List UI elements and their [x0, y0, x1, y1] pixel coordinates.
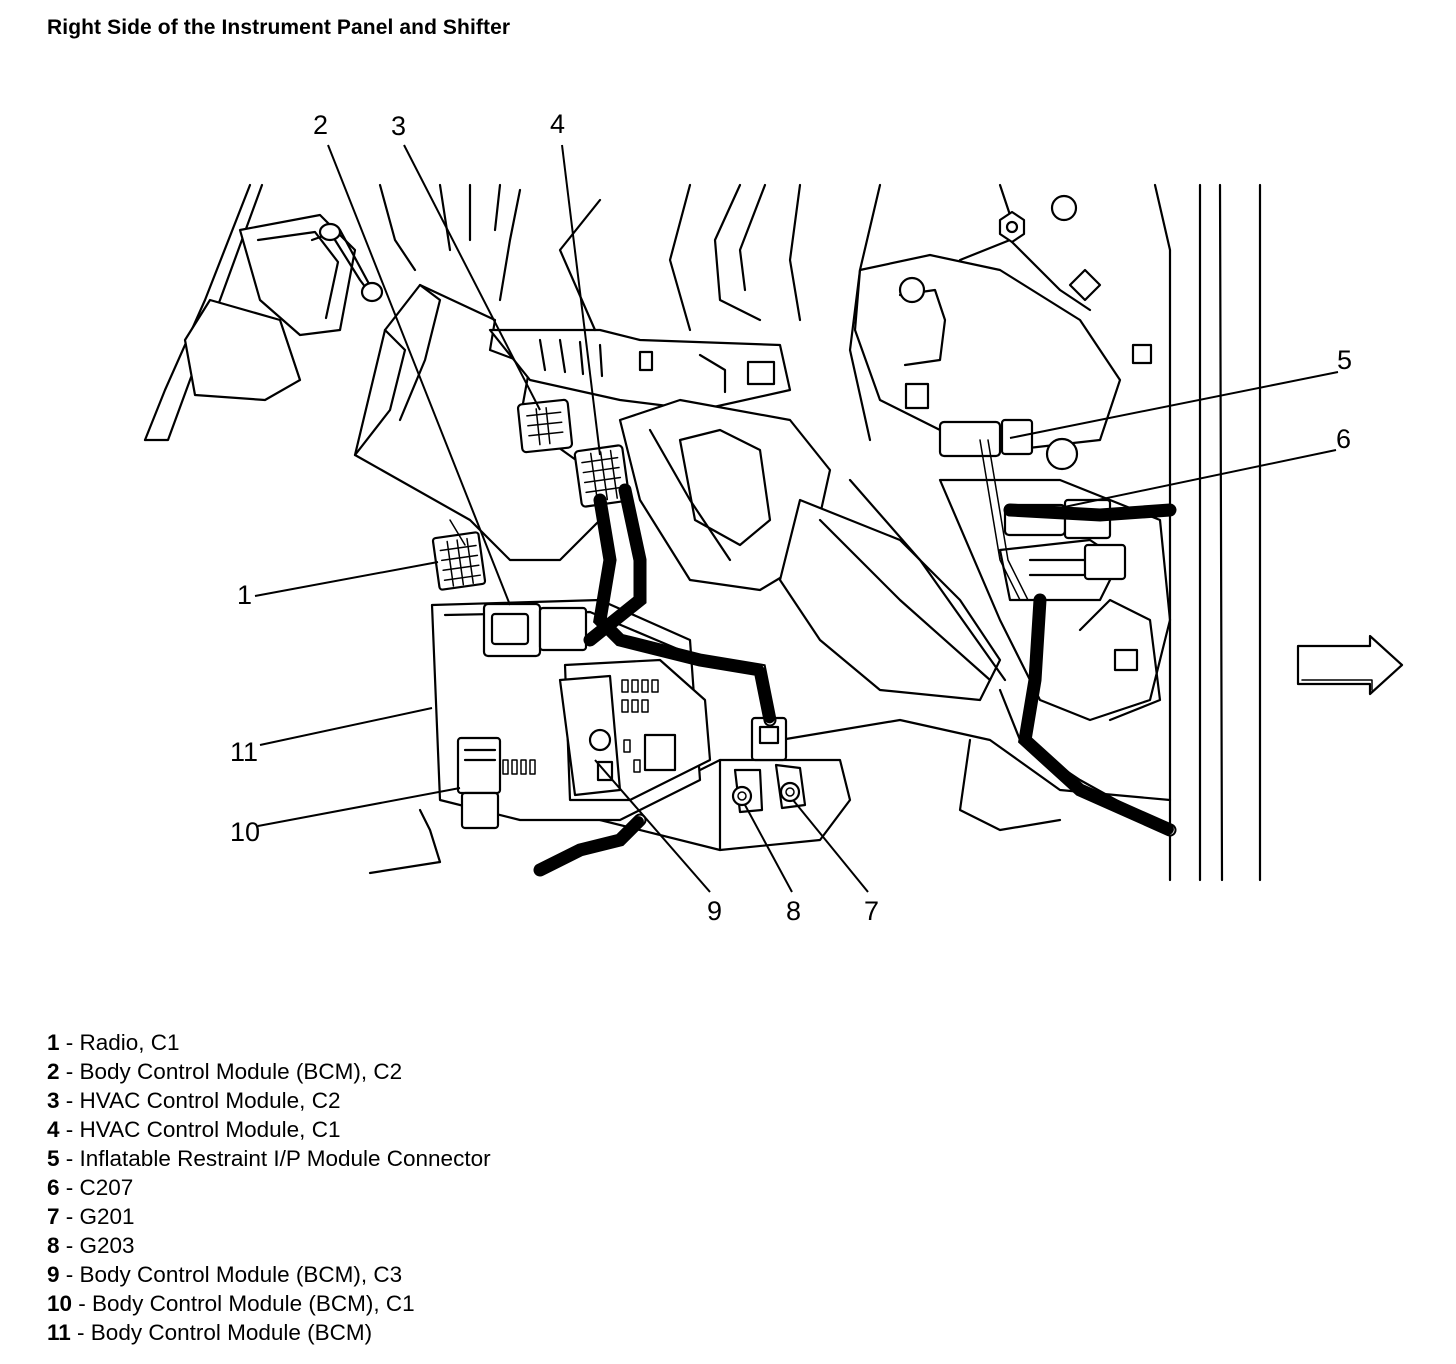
diagram-title: Right Side of the Instrument Panel and S… [47, 16, 511, 39]
right-side-structure [848, 183, 1262, 882]
callout-7: 7 [864, 896, 879, 926]
legend-item: 9 - Body Control Module (BCM), C3 [47, 1262, 403, 1287]
callout-6: 6 [1336, 424, 1351, 454]
callout-10: 10 [230, 817, 260, 847]
legend-item: 8 - G203 [47, 1233, 135, 1258]
callout-2: 2 [313, 110, 328, 140]
legend-item: 6 - C207 [47, 1175, 134, 1200]
leader-lines [254, 144, 1339, 893]
center-structure [558, 183, 1007, 702]
legend-item: 4 - HVAC Control Module, C1 [47, 1117, 341, 1142]
instrument-panel-illustration: 2 3 4 5 6 1 11 10 9 8 7 [143, 109, 1404, 926]
ground-terminals [731, 763, 807, 814]
callout-4: 4 [550, 109, 565, 139]
callout-labels: 2 3 4 5 6 1 11 10 9 8 7 [230, 109, 1352, 926]
legend-item: 10 - Body Control Module (BCM), C1 [47, 1291, 415, 1316]
callout-3: 3 [391, 111, 406, 141]
component-legend: 1 - Radio, C1 2 - Body Control Module (B… [47, 1028, 491, 1347]
callout-5: 5 [1337, 345, 1352, 375]
callout-1: 1 [237, 580, 252, 610]
callout-8: 8 [786, 896, 801, 926]
legend-item: 11 - Body Control Module (BCM) [47, 1320, 373, 1345]
callout-9: 9 [707, 896, 722, 926]
direction-arrow-icon [1296, 634, 1404, 696]
legend-item: 2 - Body Control Module (BCM), C2 [47, 1059, 403, 1084]
wire-harness [449, 439, 1177, 877]
legend-item: 7 - G201 [47, 1204, 135, 1229]
callout-11: 11 [230, 737, 258, 767]
legend-item: 5 - Inflatable Restraint I/P Module Conn… [47, 1146, 491, 1171]
steering-column-area [143, 183, 522, 442]
legend-item: 1 - Radio, C1 [47, 1030, 180, 1055]
legend-item: 3 - HVAC Control Module, C2 [47, 1088, 341, 1113]
